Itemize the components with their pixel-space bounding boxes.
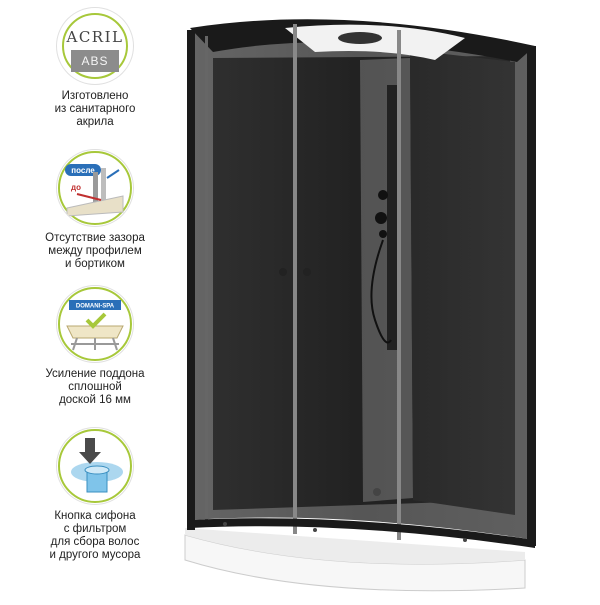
siphon-filter-icon <box>57 428 133 504</box>
feature-acrylic: ACRIL ABS Изготовлено из санитарного акр… <box>0 8 190 129</box>
feature-caption: Кнопка сифона с фильтром для сбора волос… <box>49 510 141 561</box>
badge-before-label: до <box>71 183 81 192</box>
profile-gap-before-after-icon: после до <box>57 150 133 226</box>
feature-no-gap: после до Отсутствие зазора между профиле… <box>0 150 190 271</box>
feature-siphon-filter: Кнопка сифона с фильтром для сбора волос… <box>0 428 190 562</box>
acrylic-abs-badge-icon: ACRIL ABS <box>57 8 133 84</box>
feature-caption: Изготовлено из санитарного акрила <box>54 90 136 128</box>
feature-caption: Усиление поддона сплошной доской 16 мм <box>45 368 145 406</box>
badge-acril-label: ACRIL <box>66 28 124 46</box>
feature-caption: Отсутствие зазора между профилем и борти… <box>45 232 145 270</box>
shower-cabin-image <box>165 0 600 600</box>
feature-tray-reinforcement: DOMANI-SPA Усиление поддона сплошной дос… <box>0 286 190 407</box>
feature-list: ACRIL ABS Изготовлено из санитарного акр… <box>0 0 190 600</box>
tray-reinforcement-board-icon: DOMANI-SPA <box>57 286 133 362</box>
badge-abs-label: ABS <box>71 50 119 72</box>
badge-brand-label: DOMANI-SPA <box>76 304 115 310</box>
badge-after-label: после <box>71 166 95 175</box>
